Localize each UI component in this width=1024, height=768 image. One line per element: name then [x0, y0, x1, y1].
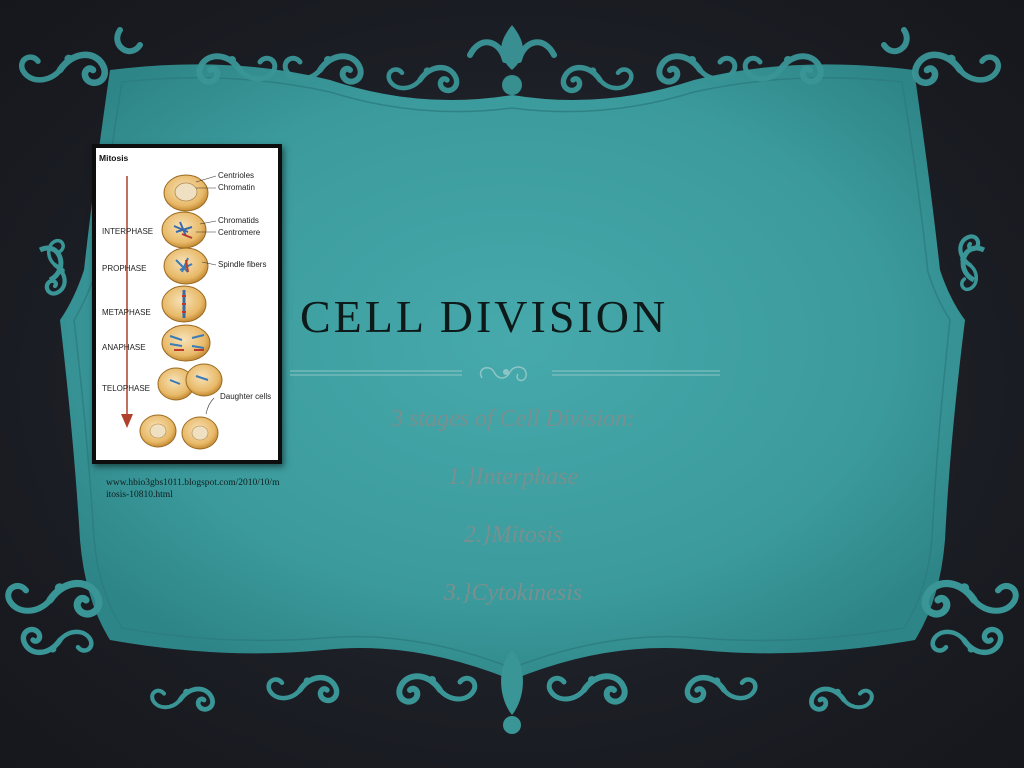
teal-panel [60, 64, 965, 680]
body-item-interphase: 1.}Interphase [447, 464, 579, 490]
slide-title: CELL DIVISION [300, 291, 669, 342]
callout-chromatin: Chromatin [218, 183, 255, 192]
body-item-mitosis: 2.}Mitosis [463, 522, 563, 548]
body-intro: 3 stages of Cell Division: [391, 406, 635, 432]
callout-daughter-cells: Daughter cells [220, 392, 272, 401]
mitosis-diagram: Mitosis INTERPHASE PROPHASE METAPHASE AN… [92, 144, 282, 464]
phase-label-anaphase: ANAPHASE [102, 343, 146, 352]
body-item-cytokinesis: 3.}Cytokinesis [443, 580, 583, 606]
title-divider [290, 366, 720, 382]
cell-stack [139, 174, 223, 450]
phase-label-telophase: TELOPHASE [102, 384, 151, 393]
bottom-ornament [8, 583, 1016, 734]
callout-centrioles: Centrioles [218, 171, 255, 180]
callout-spindle-fibers: Spindle fibers [218, 260, 267, 269]
phase-label-interphase: INTERPHASE [102, 227, 154, 236]
image-source-caption: www.hbio3gbs1011.blogspot.com/2010/10/mi… [106, 478, 280, 500]
phase-label-metaphase: METAPHASE [102, 308, 151, 317]
phase-label-prophase: PROPHASE [102, 264, 147, 273]
figure-title: Mitosis [99, 153, 129, 163]
side-ornaments [38, 237, 986, 294]
callout-chromatids: Chromatids [218, 216, 259, 225]
top-ornament [22, 25, 999, 95]
callout-centromere: Centromere [218, 228, 261, 237]
